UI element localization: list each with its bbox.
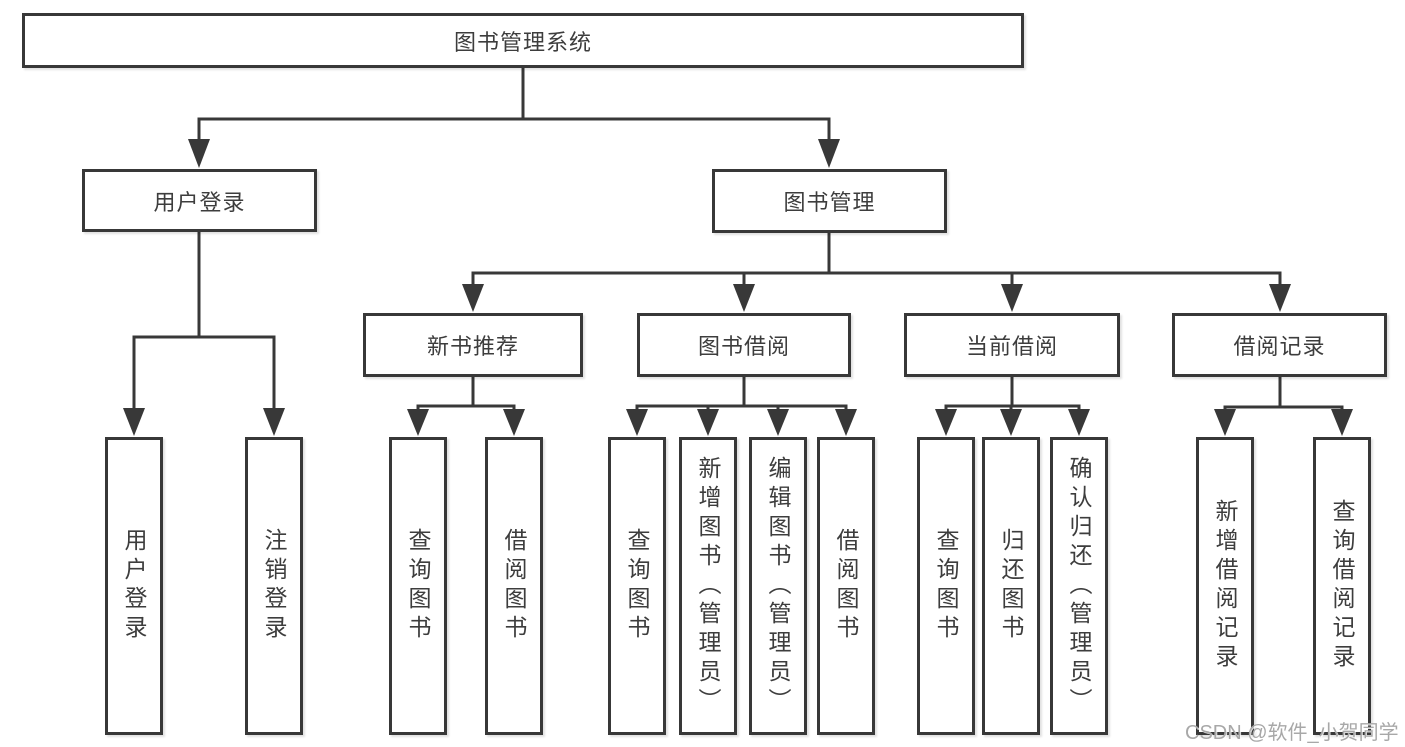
arrowhead-leaf-search-record xyxy=(1331,409,1353,436)
arrowhead-leaf-borrow-books-1 xyxy=(503,409,525,436)
node-current-borrowing: 当前借阅 xyxy=(904,313,1120,377)
node-leaf-search-books-1: 查询图书 xyxy=(389,437,447,735)
arrowhead-current-borrowing xyxy=(1001,284,1023,312)
node-book-borrowing: 图书借阅 xyxy=(637,313,851,377)
node-user-login: 用户登录 xyxy=(82,169,317,232)
arrowhead-leaf-add-book xyxy=(697,409,719,436)
node-book-management: 图书管理 xyxy=(712,169,947,233)
arrowheads xyxy=(123,139,1353,436)
branch-new-book xyxy=(416,404,516,411)
branch-book-borrowing xyxy=(635,404,848,411)
arrowhead-leaf-search-books-2 xyxy=(626,409,648,436)
branch-root xyxy=(197,117,831,140)
arrowhead-book-management xyxy=(818,139,840,168)
node-leaf-borrow-books-2: 借阅图书 xyxy=(817,437,875,735)
arrowhead-leaf-add-record xyxy=(1214,409,1236,436)
node-leaf-return-book: 归还图书 xyxy=(982,437,1040,735)
arrowhead-leaf-user-login xyxy=(123,408,145,436)
node-leaf-add-book-admin: 新增图书（管理员） xyxy=(679,437,737,735)
arrowhead-new-book xyxy=(462,284,484,312)
node-leaf-search-books-2: 查询图书 xyxy=(608,437,666,735)
csdn-watermark: CSDN @软件_小贺同学 xyxy=(1185,722,1399,744)
node-borrowing-records: 借阅记录 xyxy=(1172,313,1387,377)
branch-user-login xyxy=(132,335,276,410)
arrowhead-leaf-return-book xyxy=(1000,409,1022,436)
arrowhead-leaf-search-books-1 xyxy=(407,409,429,436)
branch-borrow-records xyxy=(1223,405,1344,411)
arrowhead-leaf-logout xyxy=(263,408,285,436)
arrowhead-borrow-records xyxy=(1269,284,1291,312)
arrowhead-leaf-borrow-books-2 xyxy=(835,409,857,436)
node-leaf-add-borrow-record: 新增借阅记录 xyxy=(1196,437,1254,735)
node-leaf-confirm-return-admin: 确认归还（管理员） xyxy=(1050,437,1108,735)
branch-book-management xyxy=(471,271,1282,286)
node-leaf-logout: 注销登录 xyxy=(245,437,303,735)
arrowhead-leaf-confirm-return xyxy=(1068,409,1090,436)
arrowhead-leaf-search-books-3 xyxy=(935,409,957,436)
node-leaf-user-login: 用户登录 xyxy=(105,437,163,735)
node-leaf-edit-book-admin: 编辑图书（管理员） xyxy=(749,437,807,735)
arrowhead-user-login xyxy=(188,139,210,168)
node-library-management-system: 图书管理系统 xyxy=(22,13,1024,68)
node-leaf-search-books-3: 查询图书 xyxy=(917,437,975,735)
node-leaf-borrow-books-1: 借阅图书 xyxy=(485,437,543,735)
arrowhead-leaf-edit-book xyxy=(767,409,789,436)
arrowhead-book-borrowing xyxy=(733,284,755,312)
node-new-book-recommendation: 新书推荐 xyxy=(363,313,583,377)
node-leaf-search-borrow-record: 查询借阅记录 xyxy=(1313,437,1371,735)
